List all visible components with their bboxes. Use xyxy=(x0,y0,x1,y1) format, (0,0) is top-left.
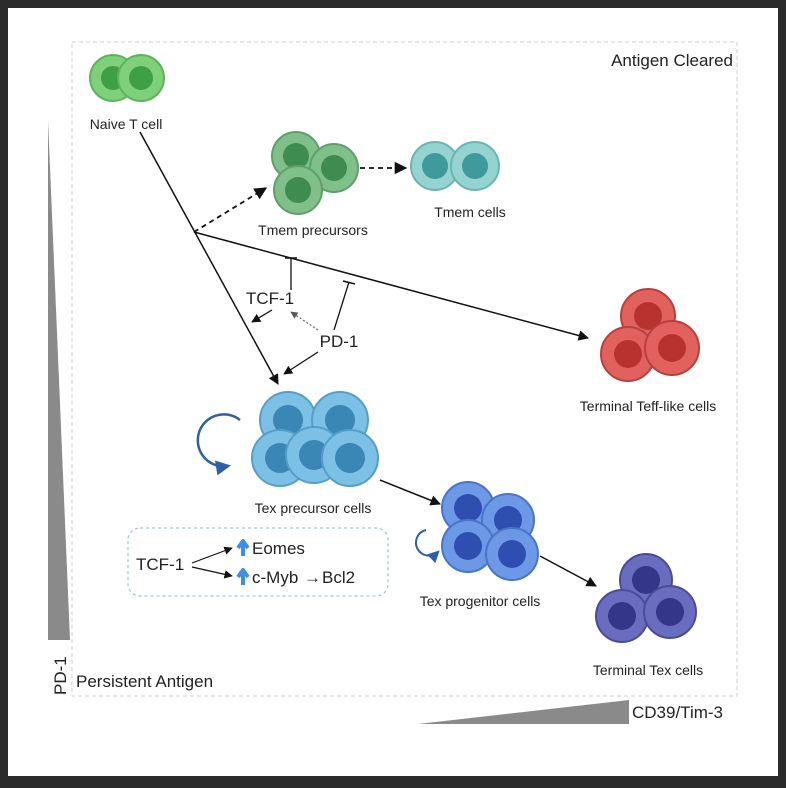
pd1-inhibit-bar xyxy=(342,280,356,285)
terminal-tex-cell-group xyxy=(595,553,697,643)
tex-progenitor-label: Tex progenitor cells xyxy=(420,593,541,609)
inset-tcf1-label: TCF-1 xyxy=(136,555,184,574)
teff-like-label: Terminal Teff-like cells xyxy=(580,398,716,414)
tex-precursor-cell-group xyxy=(251,391,379,487)
antigen-cleared-label: Antigen Cleared xyxy=(611,51,733,70)
pd1-label: PD-1 xyxy=(320,332,359,351)
tmem-precursors-label: Tmem precursors xyxy=(258,222,368,238)
frame-border xyxy=(71,41,738,697)
tmem-cell-group xyxy=(410,141,500,191)
tex-precursor-label: Tex precursor cells xyxy=(255,500,372,516)
inset-bcl2-label: Bcl2 xyxy=(322,568,355,587)
naive-cell-label: Naive T cell xyxy=(90,116,163,132)
inset-arrow-eomes xyxy=(191,546,233,564)
pd1-axis-label: PD-1 xyxy=(51,656,70,695)
branch-to-tmem-precursor-arrow xyxy=(193,187,268,233)
diagram-svg: Antigen Cleared Persistent Antigen PD-1 … xyxy=(48,41,738,724)
eomes-up-icon xyxy=(236,539,250,556)
branch-to-teff-arrow xyxy=(193,231,590,341)
tex-progenitor-cell-group xyxy=(441,481,539,581)
naive-to-tex-precursor-arrow xyxy=(139,131,279,385)
cmyb-up-icon xyxy=(236,568,250,585)
teff-like-cell-group xyxy=(600,288,700,382)
inset-eomes-label: Eomes xyxy=(252,539,305,558)
pd1-to-tex-arrow xyxy=(283,351,319,375)
tcf1-targets-box xyxy=(127,527,389,597)
persistent-antigen-label: Persistent Antigen xyxy=(76,672,213,691)
tmem-cells-label: Tmem cells xyxy=(434,204,506,220)
pd1-gradient-wedge xyxy=(48,120,70,640)
figure-canvas: Antigen Cleared Persistent Antigen PD-1 … xyxy=(8,8,778,776)
tex-progenitor-to-terminal-arrow xyxy=(539,555,597,587)
tex-precursor-self-renewal-arrow xyxy=(196,413,241,476)
terminal-tex-label: Terminal Tex cells xyxy=(593,662,703,678)
naive-cell-group xyxy=(89,54,165,102)
pd1-to-tcf1-dotted-arrow xyxy=(290,311,319,331)
cd39-gradient-wedge xyxy=(418,700,629,724)
inset-arrow-cmyb xyxy=(191,566,233,579)
tcf1-to-tex-arrow xyxy=(251,309,273,323)
inset-arrow-glyph: → xyxy=(304,568,321,587)
tmem-precursor-cell-group xyxy=(271,131,359,215)
tex-precursor-to-progenitor-arrow xyxy=(379,479,441,506)
cd39-axis-label: CD39/Tim-3 xyxy=(632,703,723,722)
inset-cmyb-label: c-Myb xyxy=(252,568,298,587)
tcf1-label: TCF-1 xyxy=(246,289,294,308)
tex-progenitor-self-renewal-arrow xyxy=(414,529,440,563)
pd1-inhibit-line xyxy=(333,281,350,331)
